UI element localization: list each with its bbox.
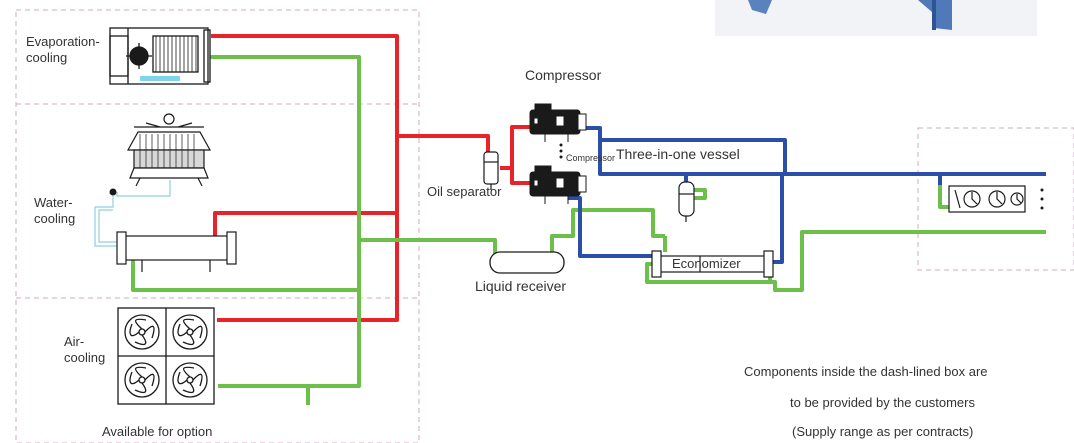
oil-separator	[483, 151, 499, 190]
compressor-upper	[529, 103, 587, 142]
liquid-receiver-tank	[489, 251, 565, 274]
available-for-option-label: Available for option	[102, 424, 213, 439]
evaporation-cooling-label: Evaporation- cooling	[26, 34, 100, 66]
cooling-tower	[126, 113, 212, 187]
air-cooling-label: Air- cooling	[64, 334, 106, 366]
supply-note-line2: to be provided by the customers	[790, 395, 975, 410]
compressor-small-label: Compressor	[566, 153, 616, 163]
air-cooled-condenser	[117, 307, 215, 405]
condenser-options-box	[15, 9, 420, 443]
economizer-exchanger	[651, 250, 774, 278]
oil-separator-label: Oil separator	[427, 184, 502, 199]
compressor-lower	[529, 165, 587, 204]
pump-icon	[109, 188, 117, 196]
three-in-one-vessel-label: Three-in-one vessel	[616, 146, 740, 164]
economizer-label: Economizer	[672, 256, 741, 271]
compressor-dots	[559, 143, 563, 159]
evaporator-box	[917, 127, 1074, 271]
evaporative-condenser	[109, 27, 211, 85]
evaporator-dots	[1040, 188, 1044, 210]
discharge-lines	[211, 34, 530, 322]
photo-fragment	[715, 0, 1037, 36]
supply-note-line1: Components inside the dash-lined box are	[744, 364, 988, 379]
water-cooling-label: Water- cooling	[34, 195, 76, 227]
liquid-lines	[131, 55, 1046, 405]
supply-note-line3: (Supply range as per contracts)	[792, 424, 974, 439]
customer-supply-boxes	[15, 9, 1074, 443]
compressor-label: Compressor	[525, 67, 602, 83]
evaporator-unit	[948, 185, 1026, 213]
suction-lines	[568, 126, 1046, 270]
liquid-receiver-label: Liquid receiver	[475, 278, 567, 294]
water-pipes	[94, 180, 171, 247]
three-in-one-vessel	[678, 181, 695, 222]
shell-tube-condenser	[116, 231, 237, 272]
